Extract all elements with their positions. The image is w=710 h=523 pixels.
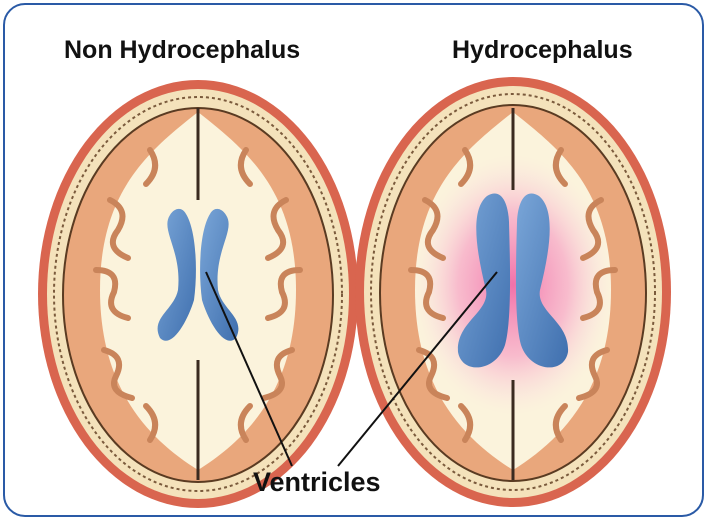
edema-glow bbox=[413, 155, 613, 415]
brain-hydrocephalus bbox=[355, 77, 671, 507]
label-ventricles: Ventricles bbox=[253, 467, 381, 498]
brain-normal bbox=[38, 80, 358, 508]
